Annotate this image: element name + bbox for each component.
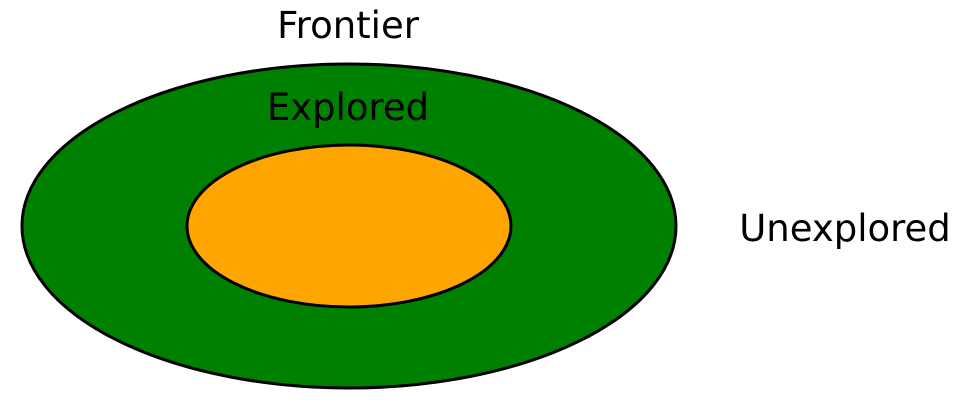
inner-region-ellipse	[185, 143, 513, 309]
explored-label: Explored	[267, 86, 429, 129]
frontier-label: Frontier	[277, 4, 420, 47]
unexplored-label: Unexplored	[739, 207, 951, 250]
